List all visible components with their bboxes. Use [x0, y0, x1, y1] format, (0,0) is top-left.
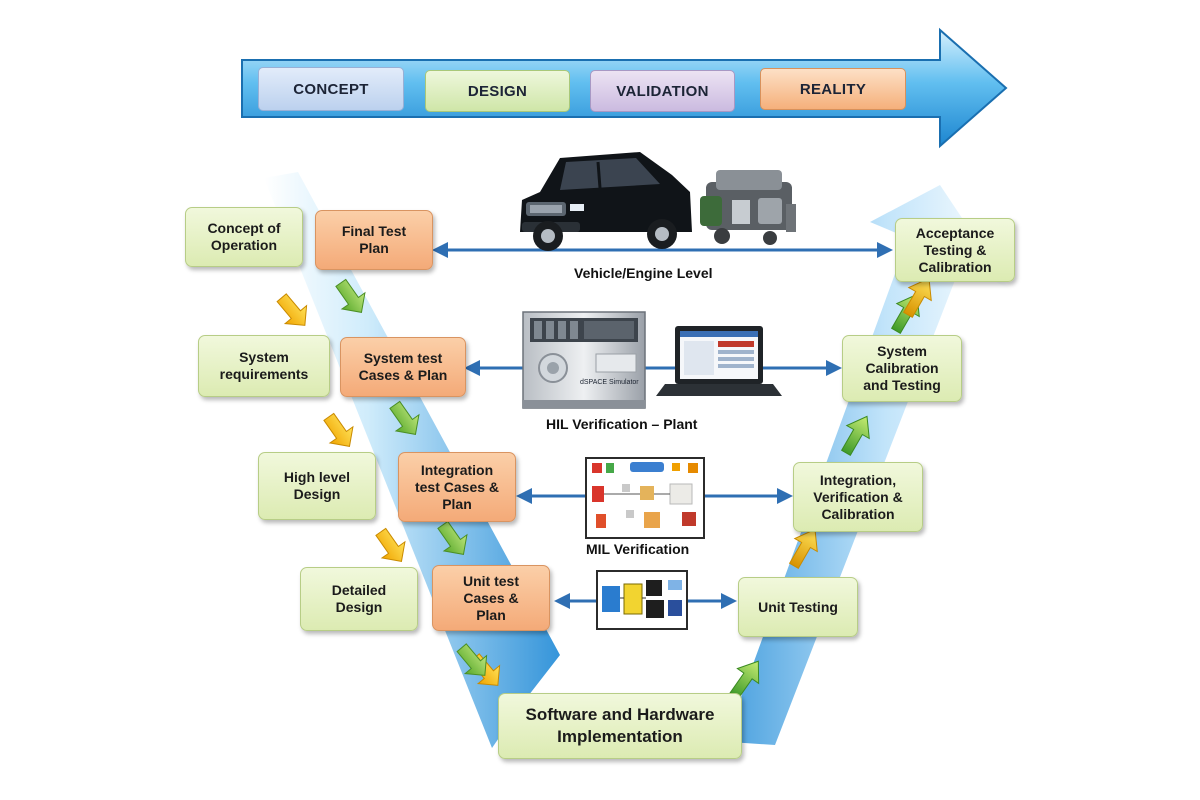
simulator-brand-label: dSPACE Simulator [580, 379, 639, 386]
yellow-chevron [323, 412, 354, 447]
green-chevron [437, 520, 468, 555]
hil-simulator-image: dSPACE Simulator [522, 311, 646, 409]
up-arrow [840, 415, 870, 456]
high-level-design-box: High level Design [258, 452, 376, 520]
mil-model-image [585, 457, 705, 539]
phase-design: DESIGN [425, 70, 570, 112]
unit-model-image [596, 570, 688, 630]
yellow-chevron [375, 527, 406, 562]
system-calibration-box: System Calibration and Testing [842, 335, 962, 402]
system-test-cases-box: System test Cases & Plan [340, 337, 466, 397]
final-test-plan-box: Final Test Plan [315, 210, 433, 270]
integration-test-cases-box: Integration test Cases & Plan [398, 452, 516, 522]
green-chevron [335, 278, 366, 313]
concept-of-operation-box: Concept of Operation [185, 207, 303, 267]
up-arrow [902, 277, 932, 318]
system-requirements-box: System requirements [198, 335, 330, 397]
yellow-chevron [276, 293, 308, 326]
integration-verification-box: Integration, Verification & Calibration [793, 462, 923, 532]
connector-hil-level [464, 360, 842, 376]
connector-vehicle-level [432, 242, 893, 258]
unit-testing-box: Unit Testing [738, 577, 858, 637]
mil-verification-caption: MIL Verification [586, 541, 690, 557]
up-arrow [788, 528, 818, 569]
laptop-image [656, 326, 782, 396]
unit-test-cases-box: Unit test Cases & Plan [432, 565, 550, 631]
implementation-box: Software and Hardware Implementation [498, 693, 742, 759]
phase-concept: CONCEPT [258, 67, 404, 111]
phase-validation: VALIDATION [590, 70, 735, 112]
green-chevron [456, 643, 488, 676]
vehicle-engine-level-caption: Vehicle/Engine Level [574, 265, 713, 281]
phase-reality: REALITY [760, 68, 906, 110]
suv-vehicle-image [520, 152, 692, 251]
engine-image [700, 170, 796, 245]
acceptance-testing-box: Acceptance Testing & Calibration [895, 218, 1015, 282]
green-chevron [389, 400, 420, 435]
detailed-design-box: Detailed Design [300, 567, 418, 631]
hil-verification-caption: HIL Verification – Plant [546, 416, 698, 432]
